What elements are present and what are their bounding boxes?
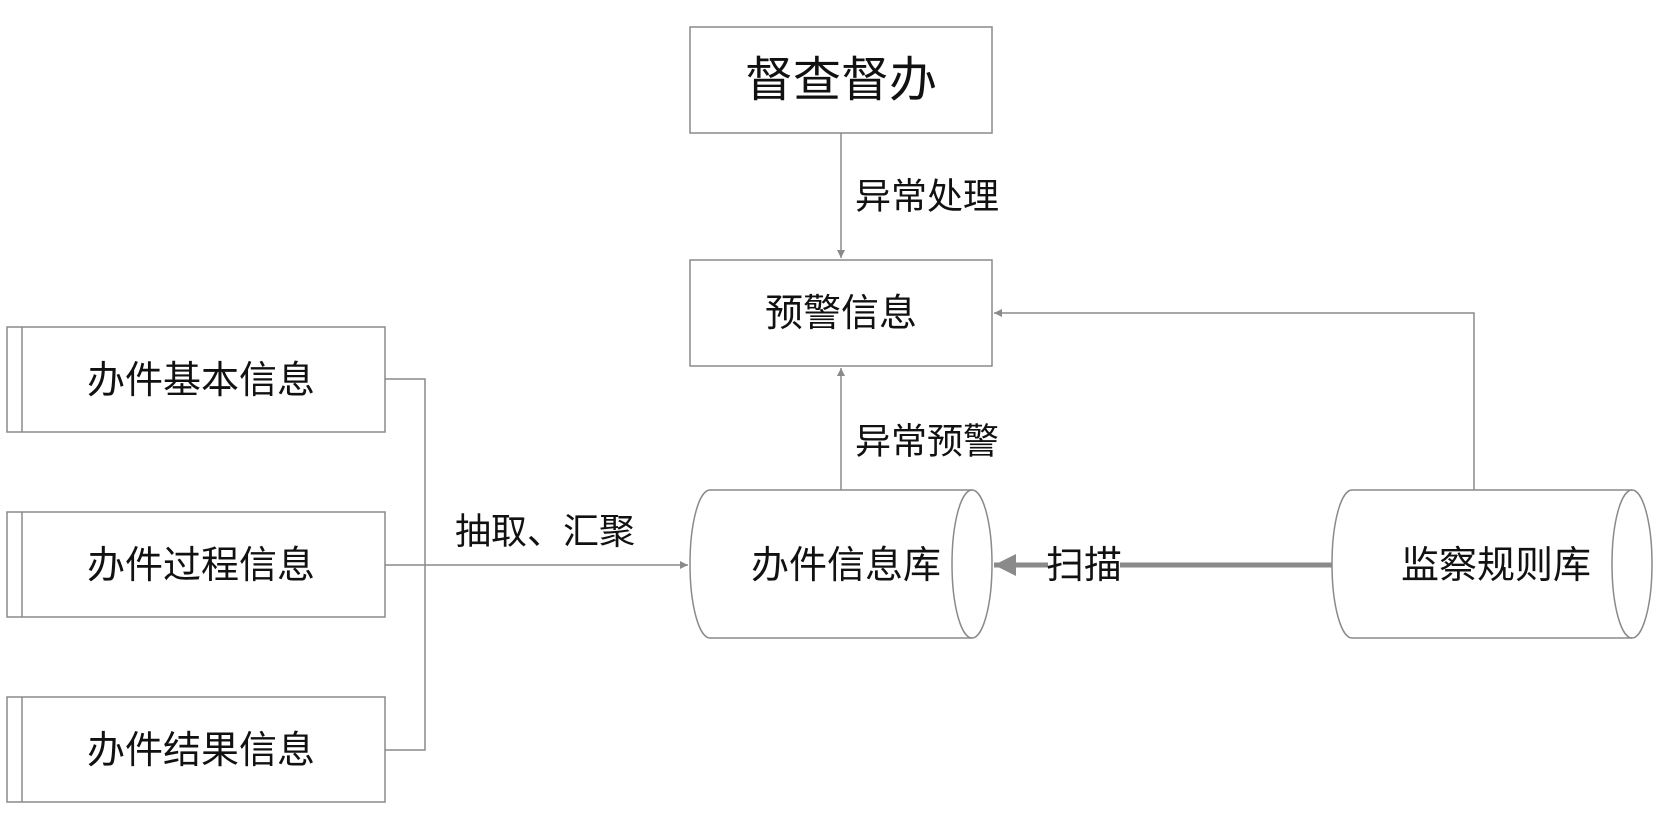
scan-label: 扫描 <box>1046 543 1122 587</box>
case-result-label: 办件结果信息 <box>87 728 315 772</box>
extract-aggregate-label: 抽取、汇聚 <box>455 512 635 553</box>
case-process-node: 办件过程信息 <box>6 511 386 618</box>
exception-handling-label: 异常处理 <box>855 177 999 218</box>
case-result-node: 办件结果信息 <box>6 696 386 803</box>
case-basic-node: 办件基本信息 <box>6 326 386 433</box>
warning-info-label: 预警信息 <box>765 291 917 335</box>
warning-info-node: 预警信息 <box>689 259 993 367</box>
supervision-node: 督查督办 <box>689 26 993 134</box>
case-db-node: 办件信息库 <box>689 489 993 639</box>
rule-to-warning-arrow <box>994 309 1475 490</box>
supervision-label: 督查督办 <box>745 52 937 108</box>
case-process-label: 办件过程信息 <box>87 543 315 587</box>
exception-warning-label: 异常预警 <box>855 422 999 463</box>
case-basic-label: 办件基本信息 <box>87 358 315 402</box>
case-db-label: 办件信息库 <box>751 543 941 587</box>
rule-db-node: 监察规则库 <box>1331 489 1653 639</box>
rule-db-label: 监察规则库 <box>1401 543 1591 587</box>
